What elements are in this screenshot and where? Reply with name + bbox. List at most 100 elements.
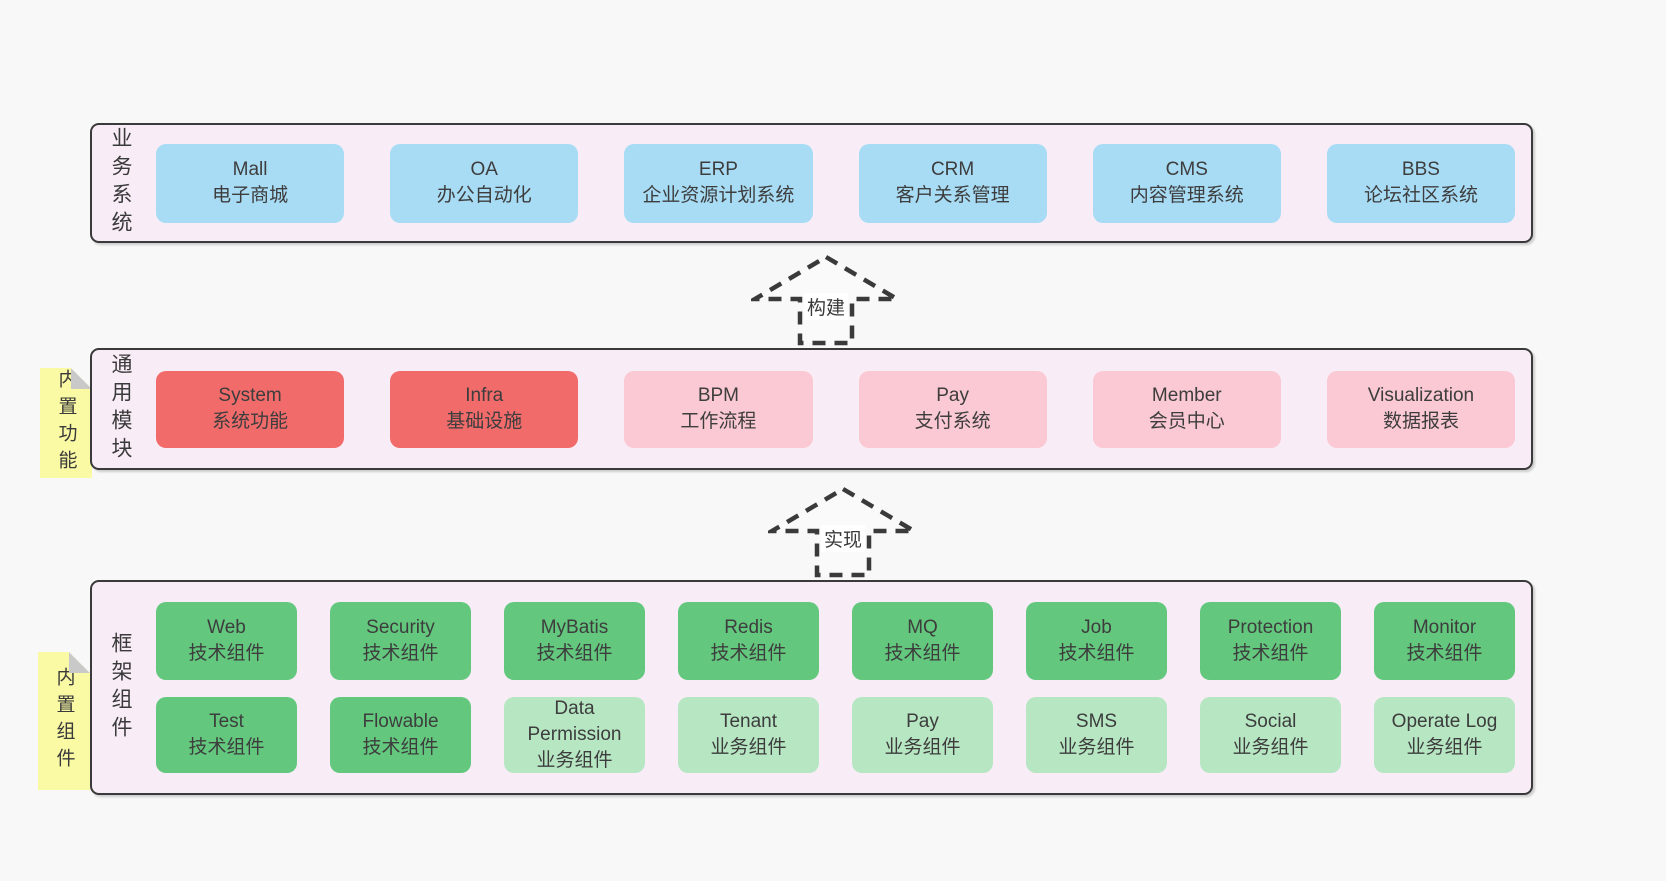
sticky-note-built-in-functions: 内置功能 [40, 368, 92, 478]
box-subtitle: 企业资源计划系统 [642, 185, 795, 206]
arrow-label: 构建 [803, 293, 849, 320]
box-title: Tenant [719, 710, 778, 732]
folded-corner-icon [71, 368, 92, 389]
box-pay-module: Pay 支付系统 [858, 370, 1047, 448]
box-title: Redis [724, 616, 773, 638]
layer-label: 业务系统 [109, 127, 132, 239]
box-title: SMS [1075, 710, 1118, 732]
box-oa: OA 办公自动化 [390, 143, 579, 223]
box-infra: Infra 基础设施 [390, 370, 579, 448]
box-title: Flowable [362, 710, 439, 732]
layer-common-modules: 通用模块 System 系统功能 Infra 基础设施 BPM 工作流程 Pay… [90, 348, 1533, 470]
box-test: Test 技术组件 [156, 697, 297, 773]
box-subtitle: 技术组件 [1232, 643, 1309, 664]
box-title: System [218, 384, 282, 406]
layer-label: 框架组件 [109, 631, 132, 744]
box-subtitle: 系统功能 [212, 411, 289, 432]
box-title: OA [470, 158, 498, 180]
box-title: Infra [465, 384, 504, 406]
box-title: Security [366, 616, 435, 638]
box-title: Protection [1227, 616, 1314, 638]
box-title: Member [1151, 384, 1222, 406]
sticky-note-text: 内置功能 [55, 369, 77, 477]
box-web: Web 技术组件 [156, 602, 297, 680]
box-subtitle: 客户关系管理 [895, 185, 1010, 206]
box-protection: Protection 技术组件 [1200, 602, 1341, 680]
box-subtitle: 技术组件 [362, 737, 439, 758]
framework-row-1: Web 技术组件 Security 技术组件 MyBatis 技术组件 Redi… [156, 602, 1515, 680]
box-title: Monitor [1412, 616, 1477, 638]
layer-framework-components: 框架组件 Web 技术组件 Security 技术组件 MyBatis 技术组件… [90, 580, 1533, 795]
layer-business-systems: 业务系统 Mall 电子商城 OA 办公自动化 ERP 企业资源计划系统 CRM… [90, 123, 1533, 243]
box-cms: CMS 内容管理系统 [1092, 143, 1281, 223]
box-system: System 系统功能 [156, 370, 345, 448]
box-title: BBS [1401, 158, 1440, 180]
box-subtitle: 技术组件 [1406, 643, 1483, 664]
box-subtitle: 技术组件 [188, 643, 265, 664]
business-boxes: Mall 电子商城 OA 办公自动化 ERP 企业资源计划系统 CRM 客户关系… [156, 125, 1516, 241]
box-monitor: Monitor 技术组件 [1374, 602, 1515, 680]
box-title: Job [1081, 616, 1112, 638]
box-mall: Mall 电子商城 [156, 143, 345, 223]
box-subtitle: 业务组件 [710, 737, 787, 758]
framework-row-2: Test 技术组件 Flowable 技术组件 Data Permission … [156, 697, 1515, 773]
box-member: Member 会员中心 [1092, 370, 1281, 448]
sticky-note-text: 内置组件 [53, 667, 75, 775]
box-title: BPM [697, 384, 740, 406]
box-erp: ERP 企业资源计划系统 [624, 143, 813, 223]
box-subtitle: 业务组件 [1058, 737, 1135, 758]
box-subtitle: 技术组件 [1058, 643, 1135, 664]
box-tenant: Tenant 业务组件 [678, 697, 819, 773]
arrow-label: 实现 [820, 525, 866, 552]
layer-label: 通用模块 [109, 353, 132, 465]
box-subtitle: 基础设施 [446, 411, 523, 432]
box-title: CRM [930, 158, 975, 180]
box-subtitle: 工作流程 [680, 411, 757, 432]
box-title: Web [207, 616, 246, 638]
box-crm: CRM 客户关系管理 [858, 143, 1047, 223]
box-subtitle: 会员中心 [1148, 411, 1225, 432]
box-subtitle: 业务组件 [1406, 737, 1483, 758]
box-title: Mall [232, 158, 268, 180]
box-subtitle: 技术组件 [536, 643, 613, 664]
box-title: MyBatis [540, 616, 609, 638]
box-pay-component: Pay 业务组件 [852, 697, 993, 773]
box-flowable: Flowable 技术组件 [330, 697, 471, 773]
sticky-note-built-in-components: 内置组件 [38, 652, 90, 790]
box-title: CMS [1165, 158, 1208, 180]
box-subtitle: 电子商城 [212, 185, 289, 206]
box-security: Security 技术组件 [330, 602, 471, 680]
box-subtitle: 技术组件 [362, 643, 439, 664]
framework-rows: Web 技术组件 Security 技术组件 MyBatis 技术组件 Redi… [140, 582, 1531, 793]
box-title: Social [1244, 710, 1297, 732]
box-redis: Redis 技术组件 [678, 602, 819, 680]
box-subtitle: 业务组件 [884, 737, 961, 758]
box-subtitle: 支付系统 [914, 411, 991, 432]
box-title: Visualization [1367, 384, 1475, 406]
box-title: Data Permission [527, 697, 622, 745]
box-subtitle: 技术组件 [710, 643, 787, 664]
arrow-implement: 实现 [768, 486, 918, 578]
box-operate-log: Operate Log 业务组件 [1374, 697, 1515, 773]
box-subtitle: 业务组件 [536, 750, 613, 772]
box-subtitle: 论坛社区系统 [1363, 185, 1478, 206]
folded-corner-icon [69, 652, 90, 673]
box-subtitle: 办公自动化 [436, 185, 532, 206]
box-subtitle: 数据报表 [1382, 411, 1459, 432]
box-job: Job 技术组件 [1026, 602, 1167, 680]
box-title: Pay [906, 710, 939, 732]
box-mq: MQ 技术组件 [852, 602, 993, 680]
box-data-permission: Data Permission 业务组件 [504, 697, 645, 773]
box-subtitle: 技术组件 [188, 737, 265, 758]
module-boxes: System 系统功能 Infra 基础设施 BPM 工作流程 Pay 支付系统… [156, 350, 1516, 468]
box-title: Pay [936, 384, 969, 406]
box-title: Test [209, 710, 244, 732]
box-mybatis: MyBatis 技术组件 [504, 602, 645, 680]
box-title: Operate Log [1391, 710, 1498, 732]
box-sms: SMS 业务组件 [1026, 697, 1167, 773]
arrow-build: 构建 [751, 254, 901, 346]
box-subtitle: 内容管理系统 [1129, 185, 1244, 206]
box-subtitle: 技术组件 [884, 643, 961, 664]
box-title: MQ [907, 616, 938, 638]
